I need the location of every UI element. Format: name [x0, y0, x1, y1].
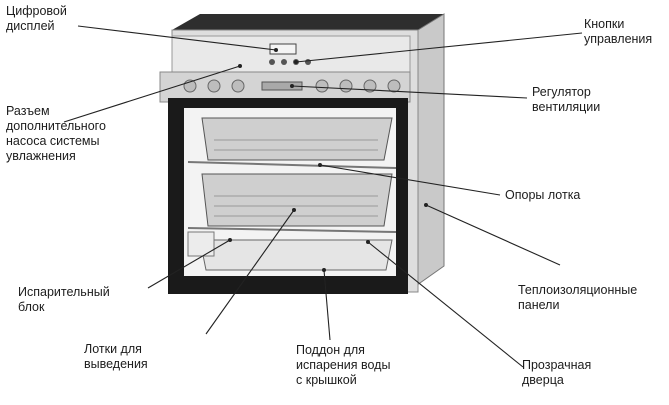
label-line: панели — [518, 298, 560, 312]
leader-lines — [63, 25, 583, 368]
label-line: Кнопки — [584, 17, 625, 31]
label-pump-connector: Разъем дополнительного насоса системы ув… — [6, 104, 106, 164]
incubator-top — [172, 14, 444, 30]
label-line: вентиляции — [532, 100, 601, 114]
label-line: Испарительный — [18, 285, 110, 299]
label-line: Лотки для — [84, 342, 142, 356]
label-line: Прозрачная — [522, 358, 592, 372]
label-line: Регулятор — [532, 85, 591, 99]
label-line: дисплей — [6, 19, 55, 33]
label-line: насоса системы — [6, 134, 100, 148]
digital-display-screen — [269, 43, 297, 55]
vent-knob-6 — [363, 79, 377, 93]
vent-knob-7 — [387, 79, 401, 93]
tray-support-lower — [187, 227, 397, 233]
vent-knob-5 — [339, 79, 353, 93]
control-button-4 — [305, 59, 311, 65]
label-vent-regulator: Регулятор вентиляции — [532, 85, 600, 115]
label-transparent-door: Прозрачная дверца — [522, 358, 591, 388]
label-line: Разъем — [6, 104, 50, 118]
label-line: Теплоизоляционные — [518, 283, 638, 297]
vent-knob-4 — [315, 79, 329, 93]
label-line: увлажнения — [6, 149, 76, 163]
tray-top-grid — [214, 139, 378, 151]
tray-middle — [201, 173, 393, 227]
label-tray-supports: Опоры лотка — [505, 188, 580, 203]
label-line: управления — [584, 32, 653, 46]
label-evaporator-block: Испарительный блок — [18, 285, 110, 315]
leader-ends — [228, 48, 428, 272]
control-button-1 — [269, 59, 275, 65]
label-hatching-trays: Лотки для выведения — [84, 342, 148, 372]
vent-knob-3 — [231, 79, 245, 93]
label-line: Цифровой — [6, 4, 67, 18]
label-line: Поддон для — [296, 343, 365, 357]
label-control-buttons: Кнопки управления — [584, 17, 652, 47]
label-line: дверца — [522, 373, 564, 387]
label-insulation-panels: Теплоизоляционные панели — [518, 283, 637, 313]
label-water-pan: Поддон для испарения воды с крышкой — [296, 343, 390, 388]
label-line: дополнительного — [6, 119, 106, 133]
water-pan — [199, 239, 393, 271]
label-line: Опоры лотка — [505, 188, 581, 202]
tray-top — [201, 117, 393, 161]
tray-middle-grid — [214, 195, 378, 217]
control-button-2 — [281, 59, 287, 65]
label-line: блок — [18, 300, 45, 314]
evaporator-block — [187, 231, 215, 257]
label-line: выведения — [84, 357, 148, 371]
vent-knob-2 — [207, 79, 221, 93]
label-line: испарения воды — [296, 358, 391, 372]
label-line: с крышкой — [296, 373, 357, 387]
label-digital-display: Цифровой дисплей — [6, 4, 67, 34]
tray-support-upper — [187, 161, 397, 169]
